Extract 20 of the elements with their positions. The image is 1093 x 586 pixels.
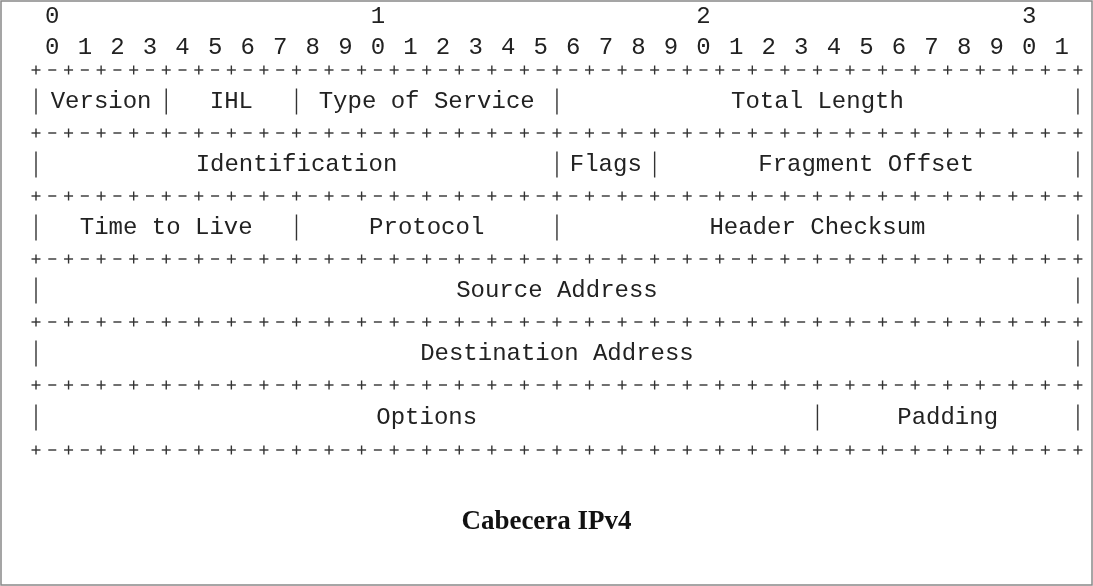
bit-number-row: 0 1 2 3 4 5 6 7 8 9 0 1 2 3 4 5 6 7 8 9 0 1 2 3 4 5 6 7 8 9 0 1 bbox=[45, 36, 1071, 60]
field-label: Flags bbox=[569, 151, 642, 178]
field-label: Source Address bbox=[456, 277, 658, 304]
field-label: Options bbox=[376, 404, 478, 431]
field-label: Identification bbox=[195, 151, 398, 178]
field-label: Destination Address bbox=[420, 340, 694, 367]
field-label: Protocol bbox=[369, 214, 485, 241]
field-label: Version bbox=[50, 88, 152, 115]
bit-number: 2 bbox=[696, 5, 711, 29]
field-label: Fragment Offset bbox=[758, 151, 975, 178]
field-label: Time to Live bbox=[79, 214, 253, 241]
bit-number: 0 bbox=[45, 5, 60, 29]
field-label: Padding bbox=[897, 404, 999, 431]
bit-number: 1 bbox=[370, 5, 386, 29]
caption: Cabecera IPv4 bbox=[460, 505, 633, 536]
field-label: Header Checksum bbox=[709, 214, 926, 241]
field-label: Type of Service bbox=[318, 88, 535, 115]
bit-number: 3 bbox=[1021, 5, 1037, 29]
field-label: IHL bbox=[209, 88, 253, 115]
field-label: Total Length bbox=[731, 88, 904, 115]
